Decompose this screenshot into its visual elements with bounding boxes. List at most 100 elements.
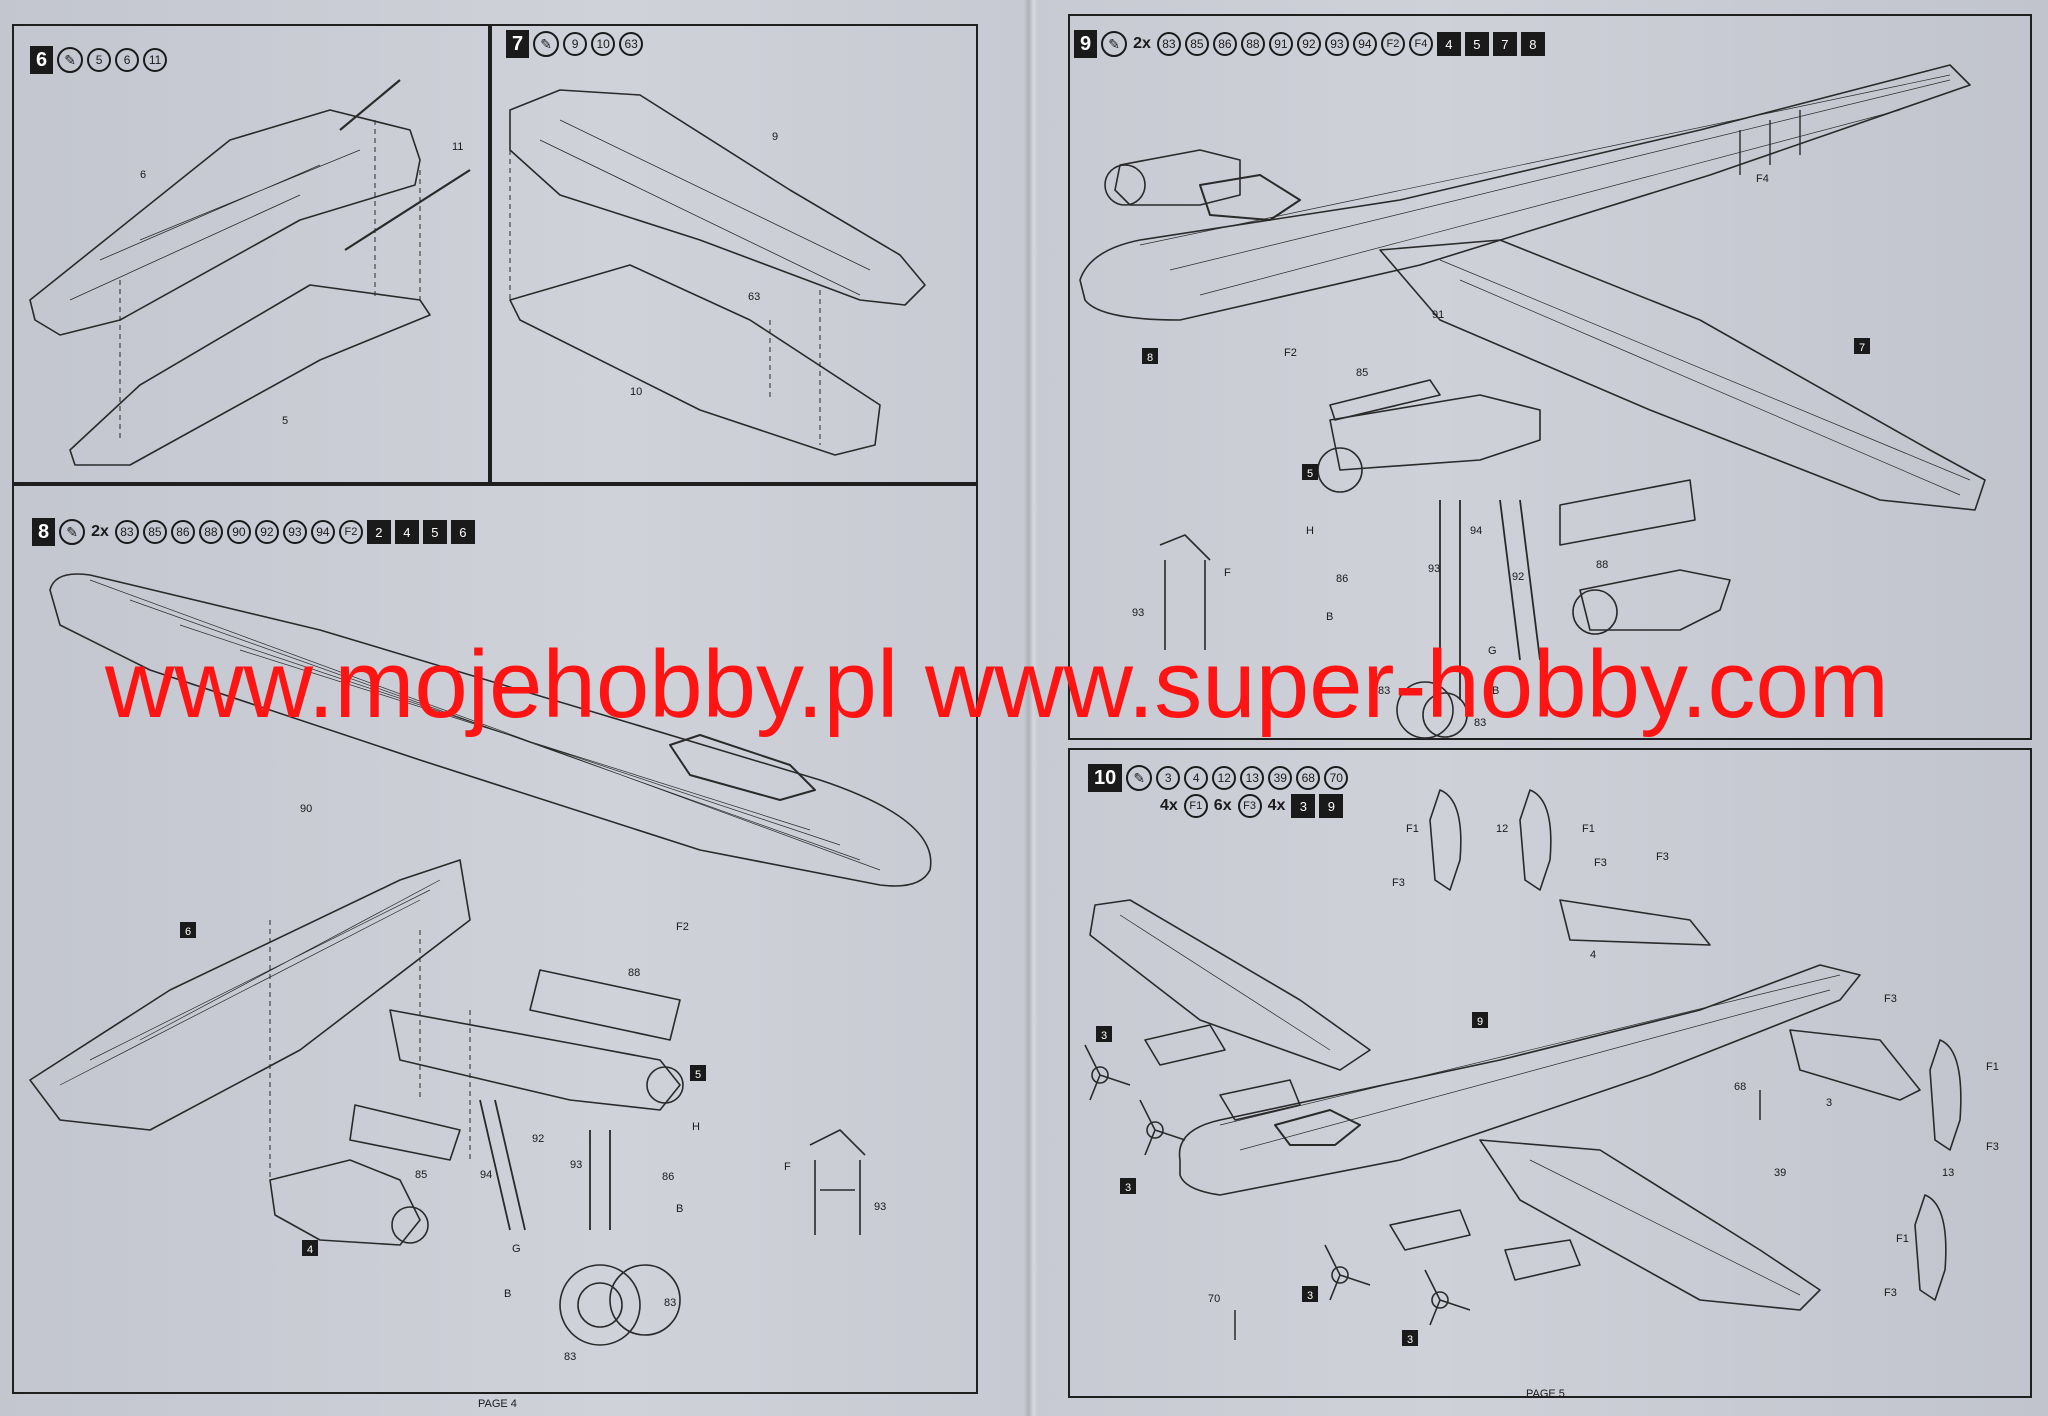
callout-label: 88	[628, 967, 640, 979]
callout-label: 9	[1477, 1016, 1483, 1028]
callout-label: 83	[664, 1297, 676, 1309]
step-10-header: 10 ✎ 3 4 12 13 39 68 70	[1088, 764, 1349, 792]
callout-label: F1	[1986, 1061, 1999, 1073]
part-circle: 92	[254, 520, 279, 544]
part-box: 4	[394, 520, 419, 544]
callout-label: F3	[1884, 1287, 1897, 1299]
cockpit-canopy	[669, 734, 816, 801]
callout-label: 12	[1496, 823, 1508, 835]
part-circle: 6	[115, 48, 140, 72]
engine-nacelle-lower	[1329, 394, 1541, 471]
wing-top-part-6	[29, 109, 421, 336]
wing-right-step10	[1479, 1139, 1821, 1311]
flap-panel-88	[529, 969, 681, 1041]
part-box: 5	[422, 520, 447, 544]
callout-label: 3	[1307, 1290, 1313, 1302]
callouts-step-10: F1 12 F1 F3 F3 F3 4 9 3 3 3 3 70 68 39 F…	[1096, 823, 1999, 1346]
callout-label: 8	[1147, 352, 1153, 364]
step-number: 7	[506, 30, 530, 58]
engine-nacelle-right	[1579, 569, 1731, 631]
part-circle: 86	[170, 520, 195, 544]
tailplane-part-4	[1559, 899, 1711, 946]
part-circle: 88	[1240, 32, 1265, 56]
tailplane-step10	[1789, 1029, 1921, 1101]
callout-label: 83	[1378, 685, 1390, 697]
callout-label: 3	[1407, 1334, 1413, 1346]
part-circle: F3	[1237, 794, 1262, 818]
part-circle: 39	[1268, 766, 1293, 790]
callout-label: 63	[748, 291, 760, 303]
callout-label: G	[512, 1243, 521, 1255]
part-box: 9	[1319, 794, 1344, 818]
wing-left-step10	[1089, 899, 1371, 1071]
callout-label: B	[504, 1288, 511, 1300]
callout-label: 7	[1859, 342, 1865, 354]
part-circle: 85	[142, 520, 167, 544]
fuselage-step10	[1178, 964, 1861, 1196]
callouts-step-7: 9 63 10	[630, 131, 778, 398]
gear-strut-93-step9	[1159, 534, 1211, 650]
propeller-2	[1139, 1099, 1186, 1156]
callout-label: F1	[1582, 823, 1595, 835]
callout-label: F2	[676, 921, 689, 933]
part-circle: 93	[282, 520, 307, 544]
step-7-header: 7 ✎ 9 10 63	[506, 30, 644, 58]
page-number-right: PAGE 5	[1526, 1388, 1565, 1400]
callout-box	[1142, 348, 1158, 364]
step-8-header: 8 ✎ 2x 83 85 86 88 90 92 93 94 F2 2 4 5 …	[32, 518, 475, 546]
part-circle: 10	[591, 32, 616, 56]
callout-label: 90	[300, 803, 312, 815]
callout-label: 5	[695, 1069, 701, 1081]
callout-label: 94	[1470, 525, 1482, 537]
part-circle: 93	[1324, 32, 1349, 56]
flap-panel-85-step9	[1329, 379, 1441, 421]
multiplier: 2x	[91, 523, 109, 540]
part-circle: 94	[310, 520, 335, 544]
panel-step-8	[12, 484, 978, 1394]
callout-label: 68	[1734, 1081, 1746, 1093]
callout-label: F	[784, 1161, 791, 1173]
callouts-step-9: F4 91 8 F2 7 85 5 H 86 93 94 92 88 93 F …	[1132, 173, 1870, 729]
glue-icon: ✎	[1101, 31, 1128, 57]
callout-label: B	[1492, 685, 1499, 697]
part-circle: 88	[198, 520, 223, 544]
callout-label: B	[676, 1203, 683, 1215]
part-circle: 94	[1352, 32, 1377, 56]
panel-step-10	[1068, 748, 2032, 1398]
multiplier: 6x	[1213, 797, 1232, 814]
wheel-83	[559, 1264, 641, 1346]
callout-label: 92	[1512, 571, 1524, 583]
callout-label: 5	[282, 415, 288, 427]
engine-nacelles-step10	[1144, 1024, 1581, 1281]
callout-label: G	[1488, 645, 1497, 657]
engine-nacelle-5	[389, 1009, 681, 1111]
part-circle: 85	[1184, 32, 1209, 56]
step-6-header: 6 ✎ 5 6 11	[30, 46, 168, 74]
callout-label: F1	[1896, 1233, 1909, 1245]
engine-nacelle-4	[269, 1159, 421, 1246]
callout-label: 11	[452, 141, 463, 153]
step-number: 6	[30, 46, 54, 74]
callout-box	[1472, 1012, 1488, 1028]
fuselage	[49, 573, 932, 887]
callout-box	[180, 922, 196, 938]
wing-top-part-9	[509, 89, 926, 306]
glue-icon: ✎	[59, 519, 86, 545]
callout-box	[1302, 1286, 1318, 1302]
cockpit-canopy-step10	[1274, 1109, 1361, 1146]
callout-box	[1302, 464, 1318, 480]
callout-label: F2	[1284, 347, 1297, 359]
panel-step-9	[1068, 14, 2032, 740]
vertical-fin-12	[1429, 789, 1462, 891]
callout-label: 6	[140, 169, 146, 181]
part-circle: 68	[1296, 766, 1321, 790]
callout-label: 9	[772, 131, 778, 143]
callout-box	[302, 1240, 318, 1256]
paper-fold	[1024, 0, 1038, 1416]
panel-step-7	[490, 24, 978, 484]
page-number-left: PAGE 4	[478, 1398, 517, 1410]
part-box: 4	[1436, 32, 1461, 56]
callout-label: 83	[564, 1351, 576, 1363]
